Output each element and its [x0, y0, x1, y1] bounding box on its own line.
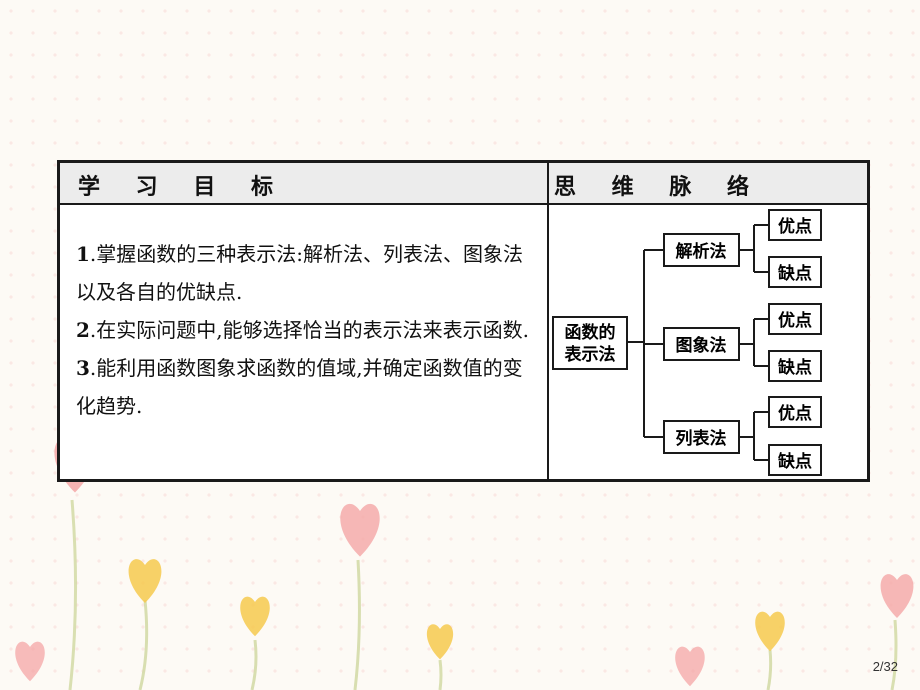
mind-map-branch: 列表法 [663, 420, 740, 454]
header-learning-goals: 学 习 目 标 [78, 174, 287, 200]
learning-goals-list: 1.掌握函数的三种表示法:解析法、列表法、图象法以及各自的优缺点. 2.在实际问… [76, 235, 536, 425]
mind-map-leaf: 缺点 [768, 350, 822, 382]
mind-map-diagram: 函数的 表示法 解析法 优点 缺点 图象法 优点 缺点 [552, 209, 822, 476]
svg-text:优点: 优点 [778, 403, 812, 424]
svg-text:表示法: 表示法 [565, 344, 616, 365]
mind-map-leaf: 缺点 [768, 444, 822, 476]
svg-text:列表法: 列表法 [676, 428, 727, 449]
mind-map-leaf: 优点 [768, 396, 822, 428]
mind-map-root: 函数的 表示法 [552, 316, 628, 370]
svg-text:优点: 优点 [778, 310, 812, 331]
objectives-table: 学 习 目 标 思 维 脉 络 1.掌握函数的三种表示法:解析法、列表法、图象法… [57, 160, 870, 482]
mind-map-leaf: 优点 [768, 303, 822, 335]
svg-text:缺点: 缺点 [778, 263, 812, 284]
svg-text:缺点: 缺点 [778, 357, 812, 378]
svg-text:缺点: 缺点 [778, 451, 812, 472]
table-header-row: 学 习 目 标 思 维 脉 络 [60, 163, 867, 205]
goal-item: 1.掌握函数的三种表示法:解析法、列表法、图象法以及各自的优缺点. [76, 242, 524, 304]
svg-text:图象法: 图象法 [676, 335, 727, 356]
header-mind-map: 思 维 脉 络 [554, 174, 763, 200]
svg-text:解析法: 解析法 [676, 241, 727, 262]
svg-text:优点: 优点 [778, 216, 812, 237]
mind-map-leaf: 优点 [768, 209, 822, 241]
mind-map-branch: 图象法 [663, 327, 740, 361]
mind-map-leaf: 缺点 [768, 256, 822, 288]
goal-item: 3.能利用函数图象求函数的值域,并确定函数值的变化趋势. [76, 356, 523, 418]
mind-map-branch: 解析法 [663, 233, 740, 267]
svg-text:函数的: 函数的 [565, 322, 616, 343]
mind-map-connectors [627, 224, 769, 461]
goal-item: 2.在实际问题中,能够选择恰当的表示法来表示函数. [76, 318, 529, 342]
page-number: 2/32 [872, 659, 898, 674]
column-divider [547, 163, 549, 479]
